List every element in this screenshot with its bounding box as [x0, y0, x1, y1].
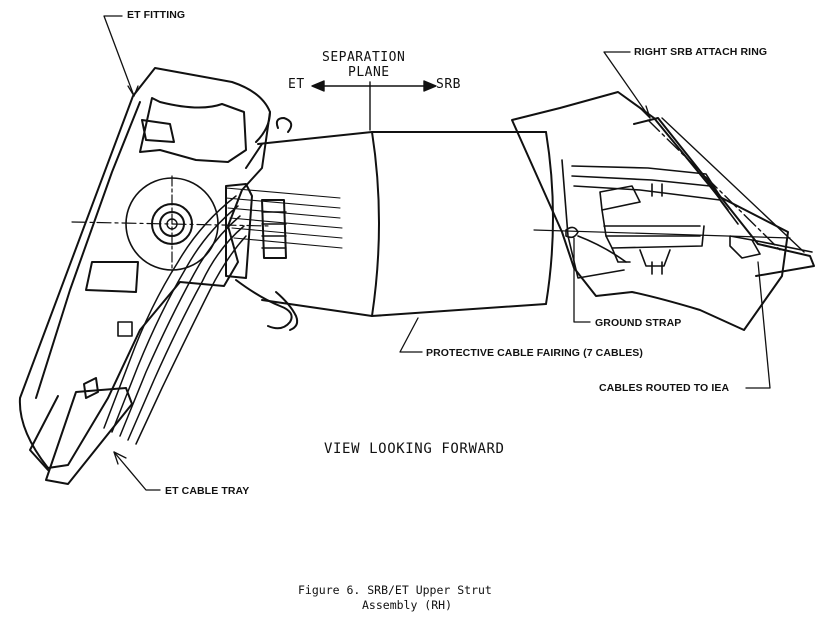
label-right-srb-attach-ring: RIGHT SRB ATTACH RING: [634, 46, 768, 58]
et-fitting-shape: [18, 67, 299, 471]
leader-lines: [103, 15, 771, 491]
label-et-fitting: ET FITTING: [127, 9, 186, 21]
label-separation: SEPARATION: [322, 50, 406, 65]
cable-clamp: [225, 183, 287, 279]
label-srb-side: SRB: [436, 77, 461, 92]
srb-attach-ring: [511, 91, 815, 331]
srb-harness: [561, 159, 813, 279]
figure-caption-line2: Assembly (RH): [362, 598, 453, 612]
pivot-bolt: [71, 175, 271, 273]
label-et-side: ET: [288, 77, 305, 92]
et-cable-tray: [45, 321, 133, 485]
figure-caption-line1: Figure 6. SRB/ET Upper Strut: [298, 583, 492, 597]
label-cables-routed: CABLES ROUTED TO IEA: [599, 382, 730, 394]
label-protective-cable-fairing: PROTECTIVE CABLE FAIRING (7 CABLES): [426, 347, 644, 359]
separation-plane-marker: [311, 80, 437, 131]
label-view-looking-forward: VIEW LOOKING FORWARD: [324, 441, 505, 457]
srb-centerline: [533, 229, 791, 239]
cable-fairing-shape: [245, 131, 554, 317]
label-plane: PLANE: [348, 65, 390, 80]
cable-bundle: [103, 187, 343, 445]
label-et-cable-tray: ET CABLE TRAY: [165, 485, 250, 497]
label-ground-strap: GROUND STRAP: [595, 317, 682, 329]
